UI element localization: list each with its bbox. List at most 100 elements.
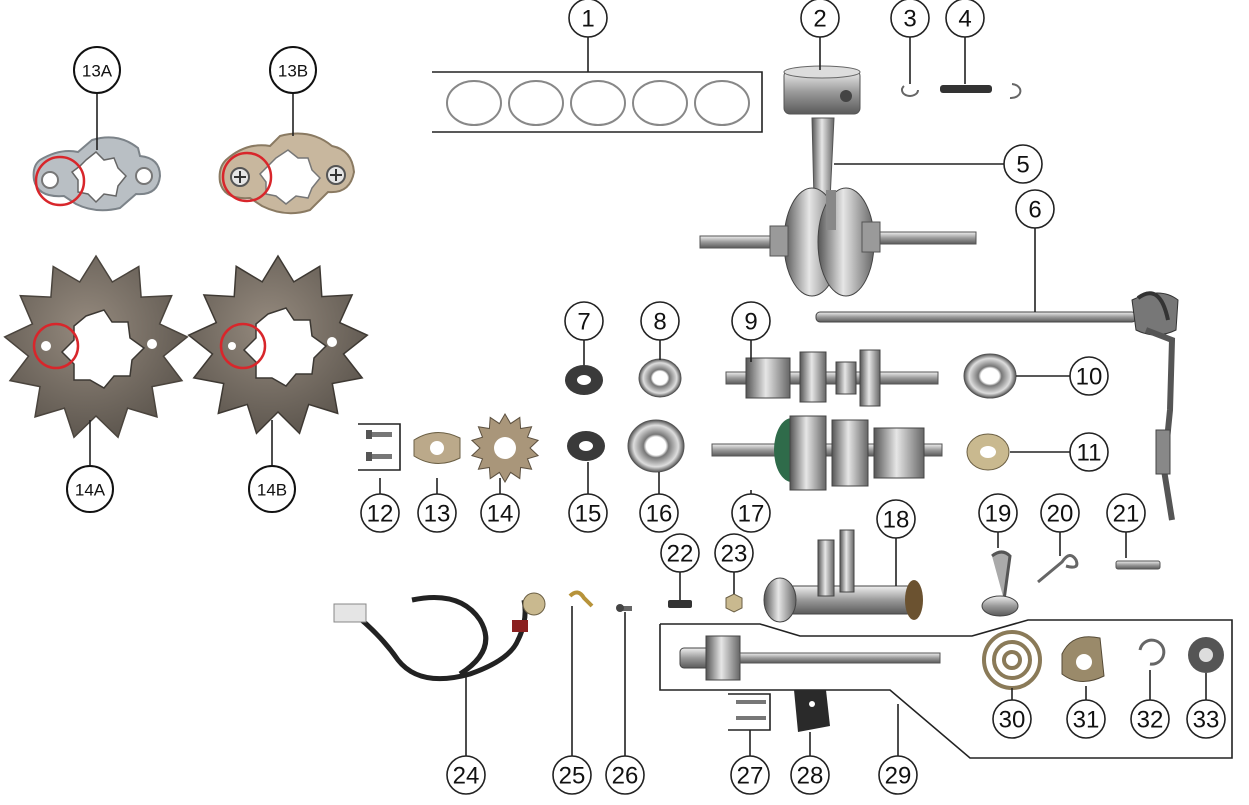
sprocket-14 xyxy=(470,413,540,483)
callout-28: 28 xyxy=(790,755,830,795)
gear-shift-shaft xyxy=(815,291,1179,521)
callout-text: 3 xyxy=(903,6,916,33)
spring-20 xyxy=(1037,554,1079,584)
plate-28 xyxy=(794,690,830,732)
bolt-22 xyxy=(668,600,692,608)
callout-text: 14 xyxy=(487,501,514,528)
bearing-8 xyxy=(638,358,682,398)
callout-text: 29 xyxy=(885,763,912,790)
highlight-circle xyxy=(32,322,80,370)
pin-21 xyxy=(1115,560,1161,570)
callout-9: 9 xyxy=(731,301,771,341)
detail-callout-text: 14B xyxy=(257,481,287,500)
lock-plate-13a xyxy=(32,136,162,212)
leader-lines xyxy=(89,35,1207,756)
circlip-32 xyxy=(1138,638,1166,666)
callout-text: 22 xyxy=(667,541,694,568)
nut-23 xyxy=(725,593,743,613)
kickstart-shaft-29 xyxy=(659,619,1233,759)
mainshaft-9 xyxy=(725,349,939,407)
piston-rings xyxy=(432,71,763,133)
callout-20: 20 xyxy=(1040,493,1080,533)
callout-text: 24 xyxy=(453,763,480,790)
callout-12: 12 xyxy=(360,493,400,533)
detail-callout-13B: 13B xyxy=(269,46,317,94)
callout-text: 2 xyxy=(813,6,826,33)
callout-text: 33 xyxy=(1193,707,1220,734)
callout-27: 27 xyxy=(730,755,770,795)
callout-5: 5 xyxy=(1003,144,1043,184)
detail-callout-labels: 13A 13B 14A 14B xyxy=(66,46,317,513)
callout-text: 25 xyxy=(559,763,586,790)
lock-plate-13 xyxy=(413,432,461,464)
stopper-arm-19 xyxy=(981,550,1019,617)
neutral-switch-wire-24 xyxy=(333,592,546,682)
screw-26 xyxy=(616,604,632,612)
highlight-circle xyxy=(221,151,273,203)
washer-15 xyxy=(567,431,605,461)
callout-text: 13 xyxy=(424,501,451,528)
highlight-circle xyxy=(34,155,86,207)
countershaft-17 xyxy=(711,415,943,491)
highlight-circle xyxy=(219,322,267,370)
callout-25: 25 xyxy=(552,755,592,795)
callout-text: 27 xyxy=(737,763,764,790)
callout-text: 20 xyxy=(1047,501,1074,528)
washer-11 xyxy=(966,433,1010,471)
callout-11: 11 xyxy=(1069,432,1109,472)
detail-callout-text: 13B xyxy=(278,62,308,81)
callout-text: 17 xyxy=(738,501,765,528)
detail-callout-text: 13A xyxy=(82,62,113,81)
washer-7 xyxy=(565,365,603,395)
detail-callout-14B: 14B xyxy=(248,465,296,513)
callout-26: 26 xyxy=(605,755,645,795)
callout-text: 7 xyxy=(577,309,590,336)
callout-text: 32 xyxy=(1137,707,1164,734)
lock-plate-13b xyxy=(218,132,356,215)
callout-text: 16 xyxy=(646,501,673,528)
callout-2: 2 xyxy=(800,0,840,38)
screws-27 xyxy=(728,693,771,731)
crankshaft-assembly xyxy=(699,117,977,297)
callout-32: 32 xyxy=(1130,699,1170,739)
callout-22: 22 xyxy=(660,533,700,573)
piston-pin-clips xyxy=(901,83,1022,100)
callout-18: 18 xyxy=(876,499,916,539)
callout-4: 4 xyxy=(945,0,985,38)
callout-text: 30 xyxy=(999,707,1026,734)
piston xyxy=(783,65,861,115)
callout-16: 16 xyxy=(639,493,679,533)
callout-text: 10 xyxy=(1076,364,1103,391)
callout-8: 8 xyxy=(640,301,680,341)
callout-7: 7 xyxy=(564,301,604,341)
sprocket-14a xyxy=(3,254,189,439)
callout-text: 1 xyxy=(581,6,594,33)
detail-callout-text: 14A xyxy=(75,481,106,500)
callout-text: 19 xyxy=(985,501,1012,528)
callout-10: 10 xyxy=(1069,356,1109,396)
callout-text: 15 xyxy=(575,501,602,528)
callout-19: 19 xyxy=(978,493,1018,533)
bearing-16 xyxy=(627,419,685,473)
callout-13: 13 xyxy=(417,493,457,533)
callout-14: 14 xyxy=(480,493,520,533)
callout-24: 24 xyxy=(446,755,486,795)
callout-6: 6 xyxy=(1015,189,1055,229)
detail-callout-14A: 14A xyxy=(66,465,114,513)
callout-29: 29 xyxy=(878,755,918,795)
callout-30: 30 xyxy=(992,699,1032,739)
clip-25 xyxy=(568,590,594,608)
sprocket-14b xyxy=(187,254,369,435)
callout-15: 15 xyxy=(568,493,608,533)
callout-text: 28 xyxy=(797,763,824,790)
ratchet-31 xyxy=(1061,636,1105,682)
callout-17: 17 xyxy=(731,493,771,533)
washer-33 xyxy=(1188,637,1224,673)
bearing-10 xyxy=(963,353,1017,399)
callout-3: 3 xyxy=(890,0,930,38)
detail-callout-13A: 13A xyxy=(73,46,121,94)
callout-33: 33 xyxy=(1186,699,1226,739)
bolts-12 xyxy=(358,423,401,471)
callout-21: 21 xyxy=(1106,493,1146,533)
